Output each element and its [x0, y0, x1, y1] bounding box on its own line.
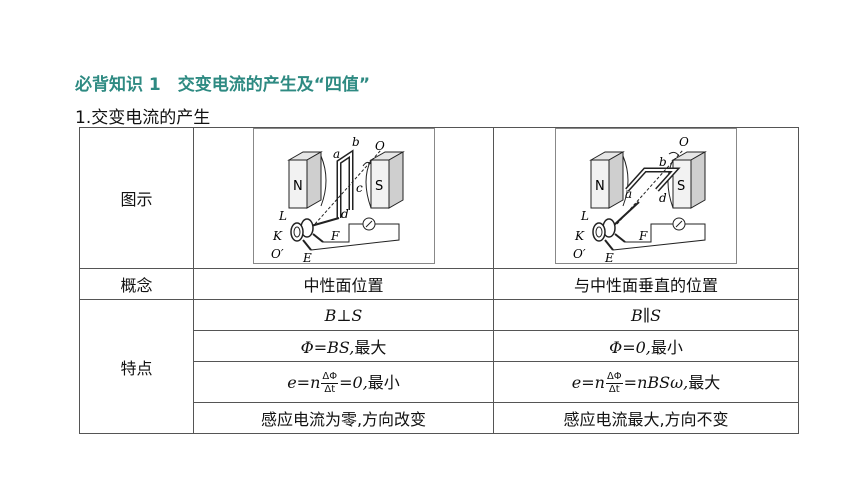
label-b: b [352, 135, 360, 149]
concept-neutral: 中性面位置 [193, 268, 494, 300]
emf-note: 最大 [688, 372, 721, 392]
flux-value: =0, [622, 338, 651, 357]
table-row-image: 图示 N S [79, 127, 799, 269]
frac-denominator: Δt [608, 383, 620, 395]
label-a: a [333, 147, 340, 161]
label-F: F [330, 229, 340, 243]
label-d: d [341, 207, 349, 221]
sub-heading: 1.交变电流的产生 [75, 108, 211, 128]
current-neutral: 感应电流为零,方向改变 [193, 402, 494, 434]
label-c: c [356, 181, 363, 195]
label-d: d [659, 191, 667, 205]
relation-perpendicular: B∥S [493, 299, 799, 331]
generator-diagram-parallel: N S [555, 128, 737, 265]
flux-value: =BS, [313, 338, 355, 357]
s-pole-label: S [677, 179, 685, 194]
table-row-flux: Φ=BS,最大 Φ=0,最小 [80, 330, 799, 362]
label-L: L [580, 209, 589, 223]
n-pole-label: N [293, 179, 303, 194]
emf-value: =nBSω, [623, 372, 689, 392]
n-pole-label: N [595, 179, 605, 194]
row-label-features: 特点 [79, 299, 194, 434]
label-K: K [574, 229, 585, 243]
table-row-current: 感应电流为零,方向改变 感应电流最大,方向不变 [80, 402, 799, 434]
figure-neutral-plane-cell: N S [193, 127, 494, 269]
relation-neutral: B⊥S [193, 299, 494, 331]
label-E: E [302, 251, 312, 264]
label-F: F [638, 229, 648, 243]
label-O: O [679, 135, 689, 149]
label-a: a [625, 187, 632, 201]
emf-value: =0, [339, 372, 368, 392]
flux-note: 最小 [650, 338, 683, 357]
frac-numerator: ΔΦ [605, 370, 623, 384]
row-label-image: 图示 [79, 127, 194, 269]
label-b: b [659, 155, 667, 169]
ac-generation-table: 图示 N S [79, 127, 799, 434]
table-row-concept: 概念 中性面位置 与中性面垂直的位置 [79, 268, 799, 300]
current-perpendicular: 感应电流最大,方向不变 [493, 402, 799, 434]
label-K: K [272, 229, 283, 243]
s-pole-label: S [375, 179, 383, 194]
flux-note: 最大 [354, 338, 387, 357]
frac-denominator: Δt [324, 383, 336, 395]
concept-perpendicular: 与中性面垂直的位置 [493, 268, 799, 300]
label-Oprime: O′ [573, 247, 586, 261]
generator-diagram-neutral: N S [252, 128, 435, 265]
label-L: L [278, 209, 287, 223]
flux-neutral: Φ=BS,最大 [193, 330, 494, 362]
flux-symbol: Φ [609, 338, 623, 357]
emf-note: 最小 [367, 372, 400, 392]
row-label-concept: 概念 [79, 268, 194, 300]
table-row-relation: 特点 B⊥S B∥S [79, 299, 799, 434]
section-heading: 必背知识 1 交变电流的产生及“四值” [75, 75, 371, 95]
label-E: E [604, 251, 614, 264]
label-Oprime: O′ [271, 247, 284, 261]
emf-prefix: e=n [571, 372, 605, 392]
frac-numerator: ΔΦ [321, 370, 339, 384]
flux-symbol: Φ [300, 338, 314, 357]
label-O: O [375, 139, 385, 153]
figure-perpendicular-cell: N S [493, 127, 799, 269]
flux-perpendicular: Φ=0,最小 [493, 330, 799, 362]
emf-prefix: e=n [287, 372, 321, 392]
